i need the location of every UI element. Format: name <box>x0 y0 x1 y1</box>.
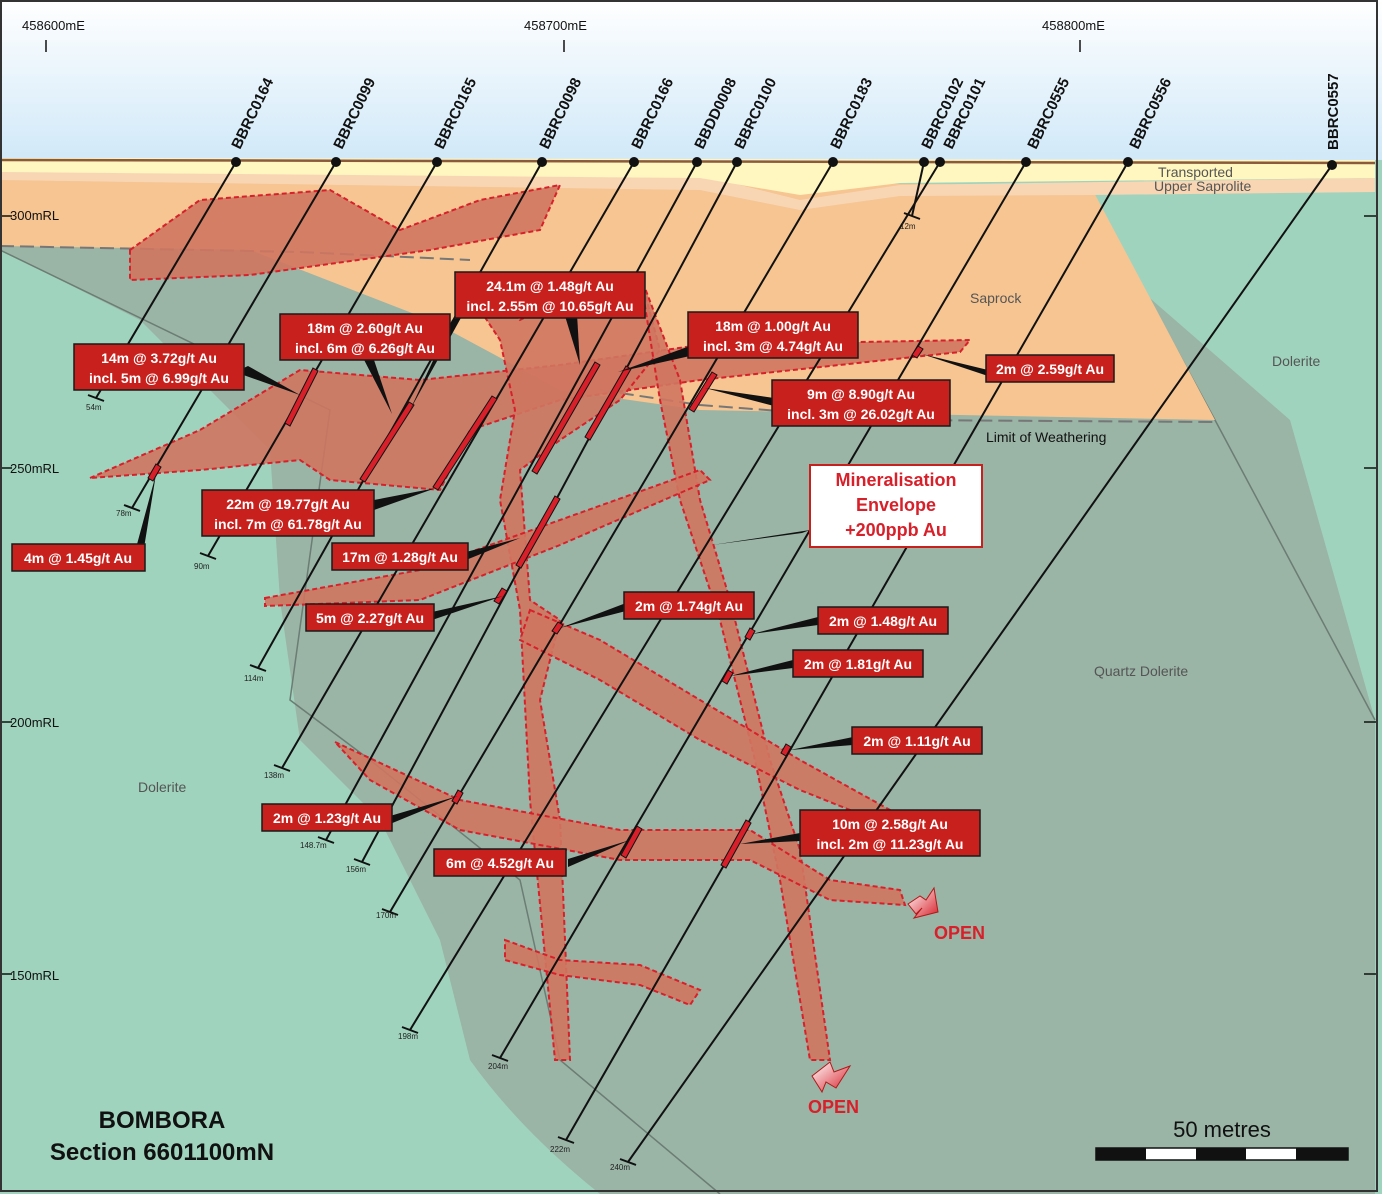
depth-bbrc0555: 204m <box>488 1062 508 1071</box>
intercept-3-line1: 24.1m @ 1.48g/t Au <box>486 278 614 294</box>
layer-saprock-label: Saprock <box>970 290 1022 306</box>
intercept-label-12: 2m @ 1.48g/t Au <box>817 606 949 635</box>
rl-label-200: 200mRL <box>10 715 59 730</box>
intercept-label-11: 2m @ 1.74g/t Au <box>623 591 755 620</box>
intercept-6-line2: incl. 3m @ 26.02g/t Au <box>787 406 935 422</box>
depth-bbrc0556: 222m <box>550 1145 570 1154</box>
intercept-9-line1: 17m @ 1.28g/t Au <box>342 549 458 565</box>
depth-bbrc0099: 78m <box>116 509 132 518</box>
depth-bbrc0164: 54m <box>86 403 102 412</box>
section-subtitle: Section 6601100mN <box>50 1139 274 1166</box>
envelope-label-line1: Mineralisation <box>835 470 956 490</box>
intercept-label-9: 17m @ 1.28g/t Au <box>331 542 469 571</box>
depth-bbrc0557: 240m <box>610 1163 630 1172</box>
intercept-label-5: 2m @ 2.59g/t Au <box>985 354 1115 383</box>
intercept-3-line2: incl. 2.55m @ 10.65g/t Au <box>466 298 633 314</box>
open-arrow-2: OPEN <box>808 1061 859 1117</box>
upper-saprolite-unit <box>0 172 1375 210</box>
intercept-label-6: 9m @ 8.90g/t Au incl. 3m @ 26.02g/t Au <box>771 379 951 427</box>
topography-line <box>0 158 1376 165</box>
intercept-17-line1: 6m @ 4.52g/t Au <box>446 855 554 871</box>
intercept-label-4: 18m @ 1.00g/t Au incl. 3m @ 4.74g/t Au <box>687 311 859 359</box>
intercept-7-line2: incl. 7m @ 61.78g/t Au <box>214 516 362 532</box>
intercept-bars <box>147 345 924 869</box>
sky-band <box>0 0 1382 165</box>
intercept-16-line2: incl. 2m @ 11.23g/t Au <box>817 836 964 852</box>
layer-upper-saprolite-label: Upper Saprolite <box>1154 178 1251 194</box>
intercept-11-line1: 2m @ 1.74g/t Au <box>635 598 743 614</box>
intercept-6-line1: 9m @ 8.90g/t Au <box>807 386 915 402</box>
intercept-12-line1: 2m @ 1.48g/t Au <box>829 613 937 629</box>
envelope-label-line3: +200ppb Au <box>845 520 947 540</box>
hole-name-bbrc0557: BBRC0557 <box>1325 73 1342 150</box>
intercept-10-line1: 5m @ 2.27g/t Au <box>316 610 424 626</box>
intercept-label-2: 18m @ 2.60g/t Au incl. 6m @ 6.26g/t Au <box>279 313 451 361</box>
depth-bbrc0165: 90m <box>194 562 210 571</box>
scale-bar <box>1095 1147 1349 1161</box>
drillhole-collars <box>231 157 1337 170</box>
section-title: BOMBORA <box>99 1107 226 1134</box>
intercept-4-line1: 18m @ 1.00g/t Au <box>715 318 831 334</box>
intercept-16-line1: 10m @ 2.58g/t Au <box>832 816 948 832</box>
intercept-15-line1: 2m @ 1.23g/t Au <box>273 810 381 826</box>
open-arrow-1: OPEN <box>907 886 985 943</box>
intercept-label-14: 2m @ 1.11g/t Au <box>851 726 983 755</box>
depth-bbrc0166: 138m <box>264 771 284 780</box>
intercept-14-line1: 2m @ 1.11g/t Au <box>863 733 970 749</box>
envelope-callout: Mineralisation Envelope +200ppb Au <box>809 464 983 548</box>
intercept-2-line2: incl. 6m @ 6.26g/t Au <box>295 340 435 356</box>
open-label-2: OPEN <box>808 1097 859 1117</box>
intercept-label-17: 6m @ 4.52g/t Au <box>433 848 567 877</box>
layer-transported-label: Transported <box>1158 164 1233 180</box>
scale-bar-label: 50 metres <box>1173 1117 1271 1142</box>
rl-label-150: 150mRL <box>10 968 59 983</box>
intercept-label-1: 14m @ 3.72g/t Au incl. 5m @ 6.99g/t Au <box>73 343 245 391</box>
intercept-label-16: 10m @ 2.58g/t Au incl. 2m @ 11.23g/t Au <box>799 809 981 857</box>
intercept-5-line1: 2m @ 2.59g/t Au <box>996 361 1104 377</box>
intercept-label-3: 24.1m @ 1.48g/t Au incl. 2.55m @ 10.65g/… <box>454 271 646 319</box>
rl-label-250: 250mRL <box>10 461 59 476</box>
depth-bbrc0102: 12m <box>900 222 916 231</box>
intercept-8-line1: 4m @ 1.45g/t Au <box>24 550 132 566</box>
intercept-label-10: 5m @ 2.27g/t Au <box>305 603 435 632</box>
intercept-1-line1: 14m @ 3.72g/t Au <box>101 350 217 366</box>
depth-bbdd0008: 148.7m <box>300 841 327 850</box>
intercept-4-line2: incl. 3m @ 4.74g/t Au <box>703 338 843 354</box>
easting-label-2: 458700mE <box>524 18 587 33</box>
easting-label-1: 458600mE <box>22 18 85 33</box>
layer-dolerite-right-label: Dolerite <box>1272 353 1320 369</box>
intercept-label-8: 4m @ 1.45g/t Au <box>11 543 146 572</box>
easting-label-3: 458800mE <box>1042 18 1105 33</box>
envelope-label-line2: Envelope <box>856 495 936 515</box>
end-of-hole-markers <box>87 212 921 1166</box>
intercept-1-line2: incl. 5m @ 6.99g/t Au <box>89 370 229 386</box>
transported-unit <box>0 158 1375 195</box>
intercept-label-15: 2m @ 1.23g/t Au <box>261 803 393 832</box>
depth-bbrc0100: 156m <box>346 865 366 874</box>
layer-dolerite-left-label: Dolerite <box>138 779 186 795</box>
depth-bbrc0101: 198m <box>398 1032 418 1041</box>
open-label-1: OPEN <box>934 923 985 943</box>
rl-label-300: 300mRL <box>10 208 59 223</box>
intercept-label-7: 22m @ 19.77g/t Au incl. 7m @ 61.78g/t Au <box>201 489 375 537</box>
limit-of-weathering-label: Limit of Weathering <box>986 429 1106 445</box>
layer-quartz-dolerite-label: Quartz Dolerite <box>1094 663 1188 679</box>
label-leaders <box>136 314 988 867</box>
depth-bbrc0098: 114m <box>244 674 264 683</box>
depth-bbrc0183: 170m <box>376 911 396 920</box>
intercept-2-line1: 18m @ 2.60g/t Au <box>307 320 423 336</box>
intercept-13-line1: 2m @ 1.81g/t Au <box>804 656 912 672</box>
intercept-label-13: 2m @ 1.81g/t Au <box>792 649 924 678</box>
intercept-7-line1: 22m @ 19.77g/t Au <box>226 496 350 512</box>
